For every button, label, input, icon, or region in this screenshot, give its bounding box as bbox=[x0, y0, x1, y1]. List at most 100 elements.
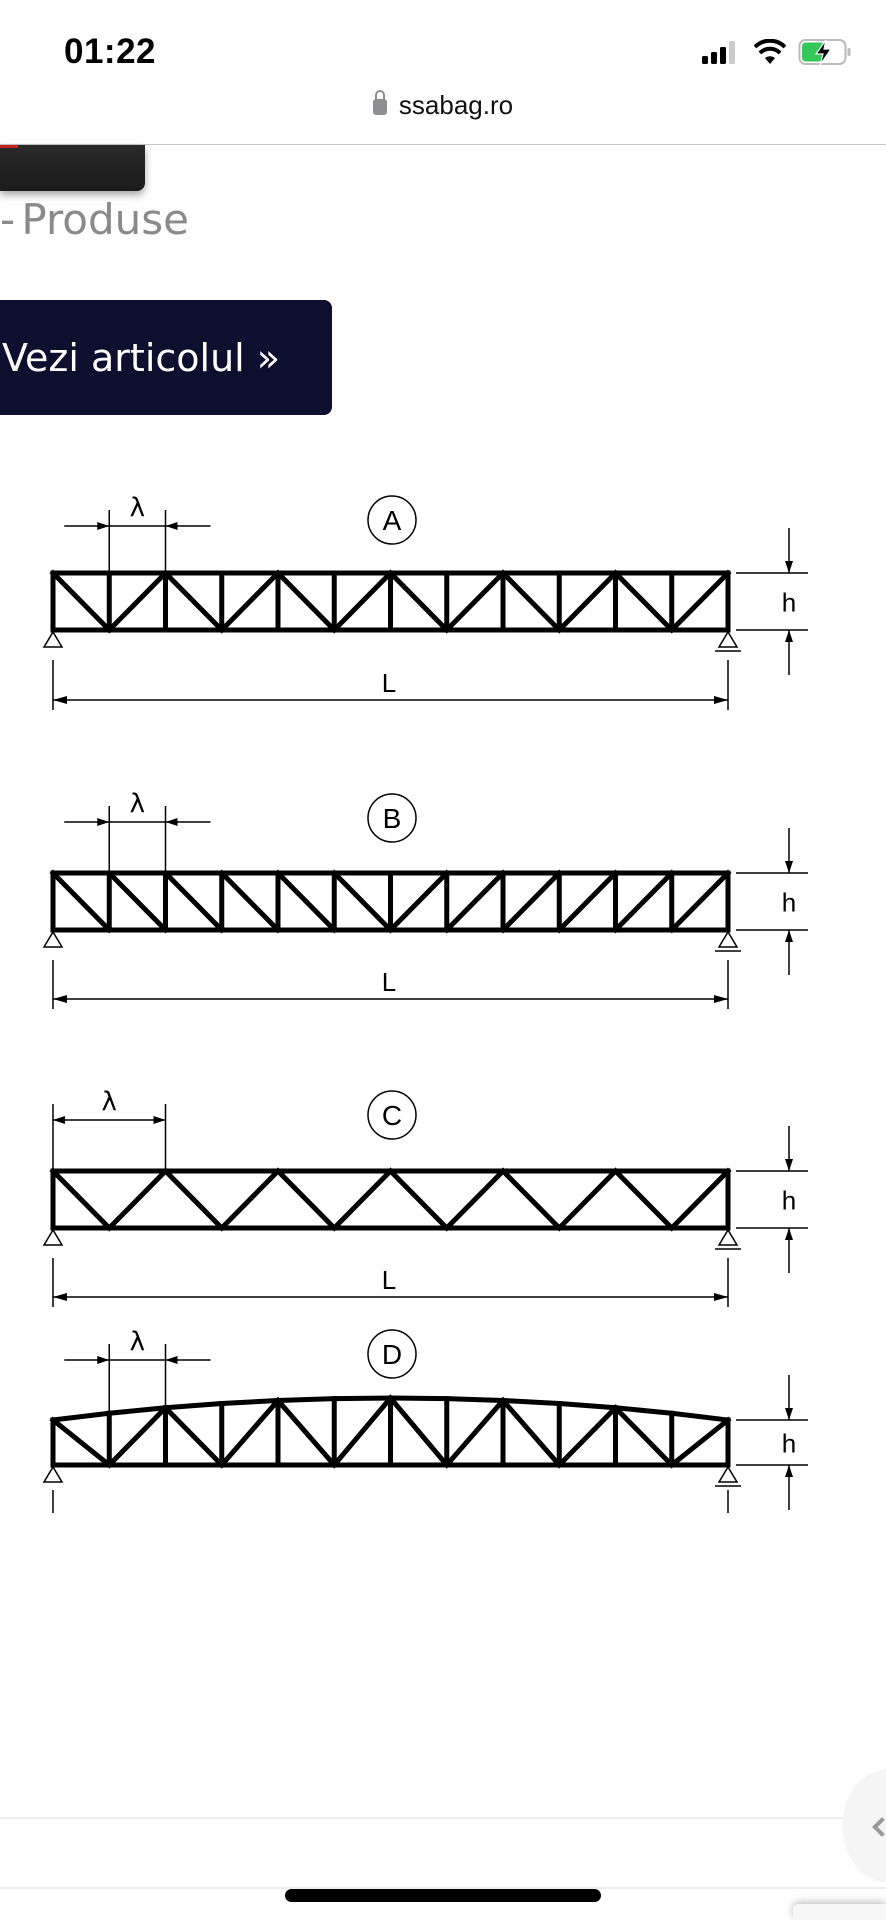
l-label: L bbox=[382, 668, 396, 698]
truss-label-circle bbox=[367, 495, 417, 545]
pin-support-icon bbox=[42, 1465, 64, 1483]
roller-support-icon bbox=[715, 930, 741, 952]
diagonal-member bbox=[386, 1167, 451, 1232]
diagonal-member bbox=[611, 569, 676, 634]
diagonal-member bbox=[161, 869, 226, 934]
diagonal-member bbox=[443, 569, 507, 634]
diagonal-member bbox=[443, 1396, 507, 1469]
diagonal-member bbox=[218, 1396, 282, 1469]
breadcrumb: - Produse bbox=[0, 195, 189, 244]
scroll-top-button[interactable] bbox=[843, 1770, 886, 1882]
truss-label-circle bbox=[367, 1329, 417, 1379]
diagonal-member bbox=[555, 1404, 620, 1469]
battery-charging-icon bbox=[798, 39, 851, 66]
roller-support-icon bbox=[715, 1465, 741, 1487]
chevron-left-icon bbox=[872, 1817, 886, 1837]
read-article-button[interactable]: Vezi articolul » bbox=[0, 300, 332, 415]
pin-support-icon bbox=[42, 630, 64, 648]
diagonal-member bbox=[443, 1167, 507, 1232]
h-label: h bbox=[782, 1186, 796, 1216]
status-icons bbox=[702, 38, 852, 66]
diagonal-member bbox=[386, 869, 451, 934]
floating-card[interactable] bbox=[793, 1904, 886, 1920]
l-label: L bbox=[382, 1265, 396, 1295]
toolbar-divider bbox=[0, 144, 886, 145]
url-text: ssabag.ro bbox=[398, 90, 514, 120]
diagonal-member bbox=[161, 569, 226, 634]
lambda-label: λ bbox=[130, 493, 145, 523]
diagonal-member bbox=[555, 1167, 620, 1232]
lambda-label: λ bbox=[102, 1087, 117, 1117]
breadcrumb-item-produse[interactable]: Produse bbox=[21, 195, 189, 244]
diagonal-member bbox=[499, 569, 563, 634]
diagonal-member bbox=[161, 1167, 226, 1232]
truss-label: A bbox=[383, 505, 402, 536]
diagonal-member bbox=[386, 1394, 451, 1469]
diagonal-member bbox=[274, 1167, 338, 1232]
diagonal-member bbox=[105, 869, 170, 934]
home-indicator[interactable] bbox=[285, 1889, 601, 1902]
divider bbox=[0, 1817, 886, 1819]
address-bar[interactable]: ssabag.ro bbox=[0, 90, 886, 121]
diagonal-member bbox=[668, 1167, 732, 1232]
roller-support-icon bbox=[715, 630, 741, 652]
diagonal-member bbox=[499, 869, 563, 934]
lock-icon bbox=[372, 90, 387, 115]
pin-support-icon bbox=[42, 930, 64, 948]
diagonal-member bbox=[330, 869, 395, 934]
diagonal-member bbox=[668, 569, 732, 634]
diagonal-member bbox=[611, 1404, 676, 1469]
truss-a: Aλ hL bbox=[42, 493, 808, 710]
truss-label: D bbox=[382, 1339, 402, 1370]
truss-label-circle bbox=[367, 1090, 417, 1140]
roller-support-icon bbox=[715, 1228, 741, 1250]
diagonal-member bbox=[218, 869, 282, 934]
l-label: L bbox=[382, 967, 396, 997]
diagonal-member bbox=[274, 1396, 338, 1469]
truss-d: Dλ h bbox=[42, 1327, 808, 1513]
diagonal-member bbox=[555, 869, 620, 934]
diagonal-member bbox=[274, 569, 338, 634]
diagonal-member bbox=[161, 1404, 226, 1469]
diagonal-member bbox=[499, 1167, 563, 1232]
pin-support-icon bbox=[42, 1228, 64, 1246]
truss-label: C bbox=[382, 1100, 402, 1131]
diagonal-member bbox=[555, 569, 620, 634]
dropdown-menu-overlay[interactable] bbox=[0, 145, 145, 191]
accent-strip bbox=[0, 145, 18, 148]
diagonal-member bbox=[611, 1167, 676, 1232]
diagonal-member bbox=[49, 1167, 113, 1232]
diagonal-member bbox=[443, 869, 507, 934]
diagonal-member bbox=[105, 569, 170, 634]
diagonal-member bbox=[274, 869, 338, 934]
lambda-label: λ bbox=[130, 789, 145, 819]
h-label: h bbox=[782, 588, 796, 618]
arrow-icon bbox=[53, 1116, 166, 1124]
diagonal-member bbox=[49, 869, 113, 934]
diagonal-member bbox=[218, 1167, 282, 1232]
divider bbox=[0, 1887, 886, 1889]
signal-icon bbox=[702, 41, 735, 64]
diagonal-member bbox=[49, 1416, 113, 1469]
diagonal-member bbox=[330, 1167, 395, 1232]
truss-c: Cλ hL bbox=[42, 1087, 808, 1307]
diagonal-member bbox=[330, 569, 395, 634]
diagonal-member bbox=[668, 869, 732, 934]
status-time: 01:22 bbox=[64, 32, 157, 71]
diagonal-member bbox=[611, 869, 676, 934]
h-label: h bbox=[782, 1429, 796, 1459]
diagonal-member bbox=[105, 1167, 170, 1232]
truss-b: Bλ hL bbox=[42, 789, 808, 1009]
wifi-icon bbox=[754, 39, 786, 64]
diagonal-member bbox=[105, 1404, 170, 1469]
diagonal-member bbox=[386, 569, 451, 634]
truss-label: B bbox=[383, 803, 402, 834]
diagonal-member bbox=[49, 569, 113, 634]
diagonal-member bbox=[668, 1416, 732, 1469]
diagonal-member bbox=[218, 569, 282, 634]
h-label: h bbox=[782, 888, 796, 918]
diagonal-member bbox=[499, 1396, 563, 1469]
lambda-label: λ bbox=[130, 1327, 145, 1357]
diagonal-member bbox=[330, 1394, 395, 1469]
